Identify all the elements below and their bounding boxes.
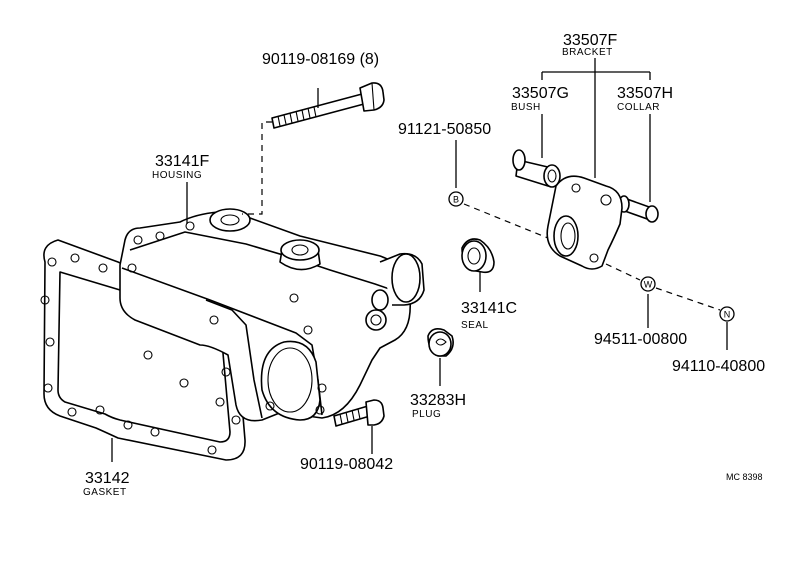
marker-n-letter: N <box>724 310 731 320</box>
collar-part-number: 33507H <box>617 85 673 102</box>
short-bolt <box>333 399 385 427</box>
marker-circle-b <box>448 191 464 207</box>
marker-n: N <box>719 306 735 322</box>
housing-name: HOUSING <box>152 170 202 181</box>
marker-circle-w <box>640 276 656 292</box>
housing-part-number: 33141F <box>155 153 209 170</box>
short-bolt-part-number: 90119-08042 <box>300 456 393 473</box>
assembly-axis-line <box>463 203 549 239</box>
bracket-name: BRACKET <box>562 47 613 58</box>
plug-name: PLUG <box>412 409 441 420</box>
long-bolt <box>242 82 385 215</box>
marker-b: B <box>448 191 464 207</box>
collar-name: COLLAR <box>617 102 660 113</box>
seal-part-number: 33141C <box>461 300 517 317</box>
bracket <box>546 175 623 270</box>
assembly-axis-line-2 <box>605 263 641 281</box>
nut-part-number: 94110-40800 <box>672 358 765 375</box>
marker-b-letter: B <box>453 195 459 205</box>
assembly-axis-line-3 <box>655 287 721 311</box>
gasket-part-number: 33142 <box>85 470 130 487</box>
marker-w: W <box>640 276 656 292</box>
housing <box>119 208 425 422</box>
bush <box>512 149 561 188</box>
diagram-code: MC 8398 <box>726 472 763 482</box>
leader-lines <box>111 58 728 462</box>
bush-name: BUSH <box>511 102 541 113</box>
marker-w-letter: W <box>644 280 653 290</box>
washer-part-number: 94511-00800 <box>594 331 687 348</box>
bracket-part-number: 33507F <box>563 32 617 49</box>
bolt-b-part-number: 91121-50850 <box>398 121 491 138</box>
bush-part-number: 33507G <box>512 85 569 102</box>
long-bolt-part-number: 90119-08169 (8) <box>262 51 379 68</box>
collar <box>618 195 659 223</box>
plug-part-number: 33283H <box>410 392 466 409</box>
plug <box>427 328 454 357</box>
marker-circle-n <box>719 306 735 322</box>
gasket-name: GASKET <box>83 487 127 498</box>
seal-name: SEAL <box>461 320 489 331</box>
seal <box>461 238 495 274</box>
